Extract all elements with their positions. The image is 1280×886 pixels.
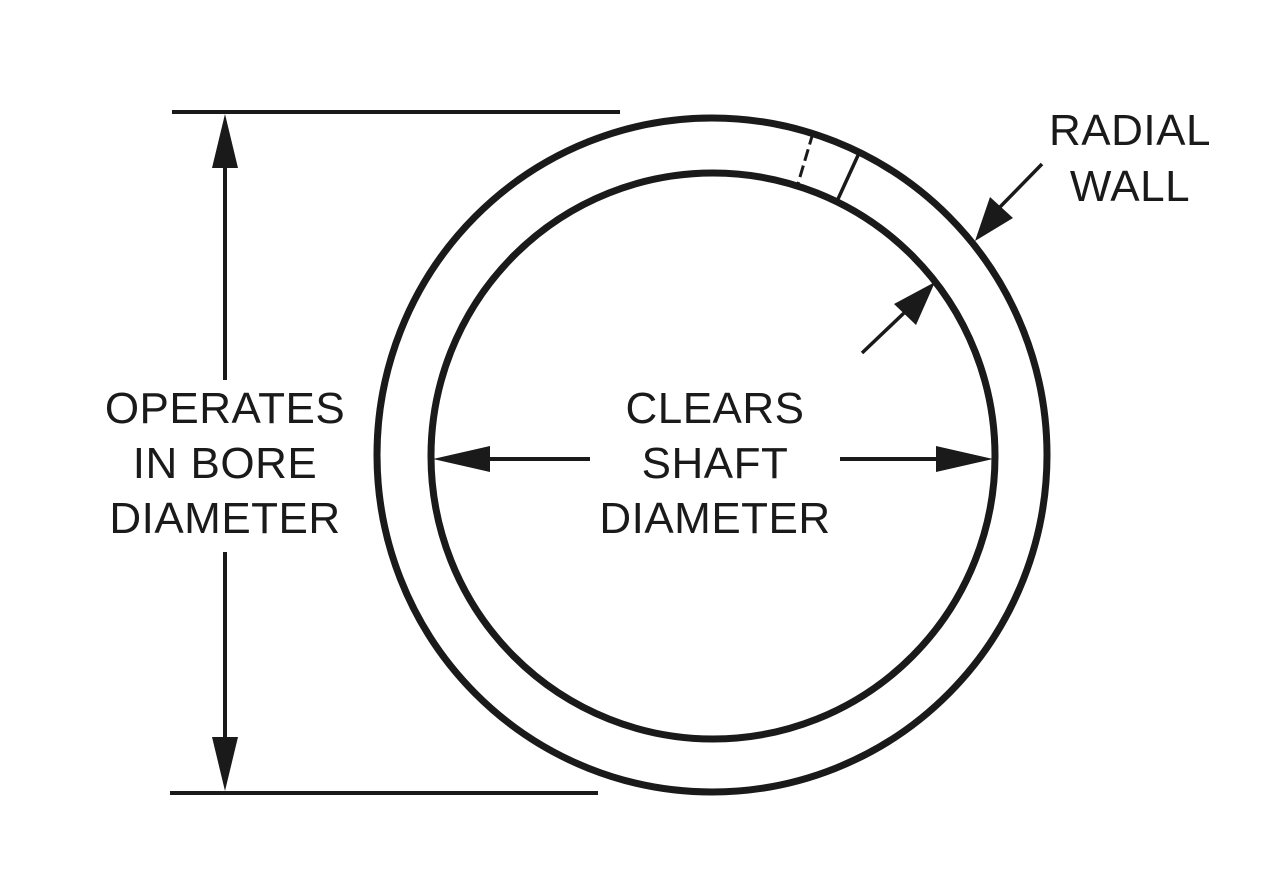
radial-wall-label: RADIAL WALL xyxy=(1020,103,1240,215)
bore-diameter-label: OPERATES IN BORE DIAMETER xyxy=(90,381,360,546)
ring-gap-mark-dashed xyxy=(795,132,815,188)
wall-label-line-2: WALL xyxy=(1069,162,1191,211)
outer-ring xyxy=(373,114,1051,796)
radial-wall-arrow-inner-icon xyxy=(894,282,935,325)
bore-label-line-3: DIAMETER xyxy=(109,494,341,543)
inner-ring xyxy=(427,169,999,743)
shaft-label-line-2: SHAFT xyxy=(641,439,789,488)
radial-wall-leader-outer xyxy=(998,162,1044,209)
bore-arrow-down-icon xyxy=(212,737,238,791)
shaft-arrow-left-icon xyxy=(433,446,490,472)
radial-wall-arrow-outer-icon xyxy=(975,197,1013,241)
wall-label-line-1: RADIAL xyxy=(1049,106,1211,155)
shaft-label-line-1: CLEARS xyxy=(625,384,805,433)
ring-gap-mark-solid xyxy=(836,150,862,200)
bore-arrow-up-icon xyxy=(212,114,238,168)
shaft-label-line-3: DIAMETER xyxy=(599,494,831,543)
shaft-arrow-right-icon xyxy=(936,446,993,472)
radial-wall-leader-inner xyxy=(860,311,906,355)
shaft-diameter-label: CLEARS SHAFT DIAMETER xyxy=(590,381,840,546)
bore-label-line-1: OPERATES xyxy=(104,384,346,433)
bore-label-line-2: IN BORE xyxy=(132,439,318,488)
